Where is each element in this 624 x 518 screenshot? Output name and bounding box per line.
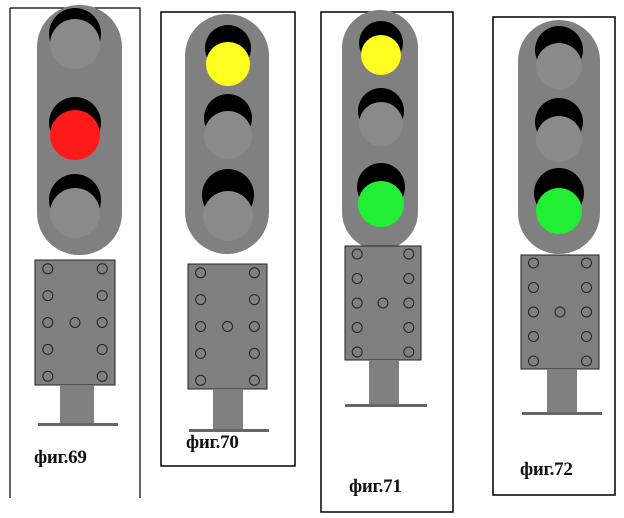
lamp-69-2: [49, 97, 101, 160]
rivet: [377, 297, 389, 309]
rivet: [96, 317, 108, 328]
caption-fig-69: фиг.69: [34, 447, 87, 468]
caption-fig-72: фиг.72: [520, 459, 573, 480]
rivet: [528, 355, 539, 367]
rivet: [528, 282, 539, 293]
rivet: [403, 248, 415, 260]
foot-70: [189, 429, 269, 432]
figure-71: [320, 10, 454, 513]
rivet: [528, 306, 539, 318]
rivet: [96, 343, 108, 355]
rivet: [351, 297, 363, 309]
rivet: [96, 370, 108, 382]
lamp-69-1: [49, 8, 101, 69]
lamp-70-2: [204, 94, 252, 159]
lamp-72-3: [534, 168, 584, 234]
rivet: [528, 257, 539, 269]
rivet: [42, 290, 54, 302]
rivet: [42, 343, 54, 355]
caption-fig-71: фиг.71: [349, 476, 402, 497]
lamp-71-2: [358, 88, 404, 146]
rivet: [248, 294, 260, 306]
post-71: [369, 360, 399, 405]
figure-69: [9, 5, 141, 498]
rivet: [351, 248, 363, 260]
lamp-72-2: [535, 98, 583, 162]
lamp-71-3: [357, 163, 405, 227]
rivet: [248, 347, 260, 359]
foot-71: [345, 404, 427, 407]
rivet: [96, 263, 108, 275]
post-72: [547, 369, 577, 413]
frame-70: [160, 11, 296, 467]
rivet: [42, 263, 54, 275]
rivet: [195, 374, 207, 386]
rivets-70: [195, 267, 260, 386]
rivet: [581, 355, 592, 367]
frame-72: [492, 16, 616, 496]
rivet: [195, 347, 207, 359]
rivets-69: [42, 263, 108, 382]
foot-72: [522, 412, 602, 415]
rivet: [195, 294, 207, 306]
rivet: [42, 317, 54, 328]
rivet: [581, 306, 592, 318]
figure-72: [492, 16, 616, 496]
post-69: [60, 385, 94, 423]
rivet: [581, 257, 592, 269]
rivet: [581, 331, 592, 342]
rivet: [351, 346, 363, 358]
post-70: [213, 389, 243, 429]
rivet: [248, 267, 260, 279]
rivet: [248, 321, 260, 332]
rivets-71: [351, 248, 415, 358]
lamp-70-3: [202, 169, 254, 241]
frame-69: [9, 7, 141, 498]
rivet: [69, 317, 81, 328]
rivet: [581, 282, 592, 293]
rivet: [195, 321, 207, 332]
rivet: [554, 306, 566, 318]
rivet: [195, 267, 207, 279]
rivet: [403, 273, 415, 284]
rivet: [96, 290, 108, 302]
rivet: [403, 297, 415, 309]
rivet: [42, 370, 54, 382]
rivet: [351, 273, 363, 284]
rivet: [403, 322, 415, 333]
caption-fig-70: фиг.70: [186, 432, 239, 453]
lamp-72-1: [535, 26, 583, 89]
rivets-72: [528, 257, 592, 367]
rivet: [351, 322, 363, 333]
lamp-71-1: [359, 21, 403, 75]
rivet: [528, 331, 539, 342]
figure-70: [160, 11, 296, 467]
foot-69: [38, 423, 118, 426]
rivet: [403, 346, 415, 358]
lamp-69-3: [49, 174, 101, 238]
lamp-70-1: [205, 25, 251, 86]
rivet: [248, 374, 260, 386]
rivet: [222, 321, 233, 332]
